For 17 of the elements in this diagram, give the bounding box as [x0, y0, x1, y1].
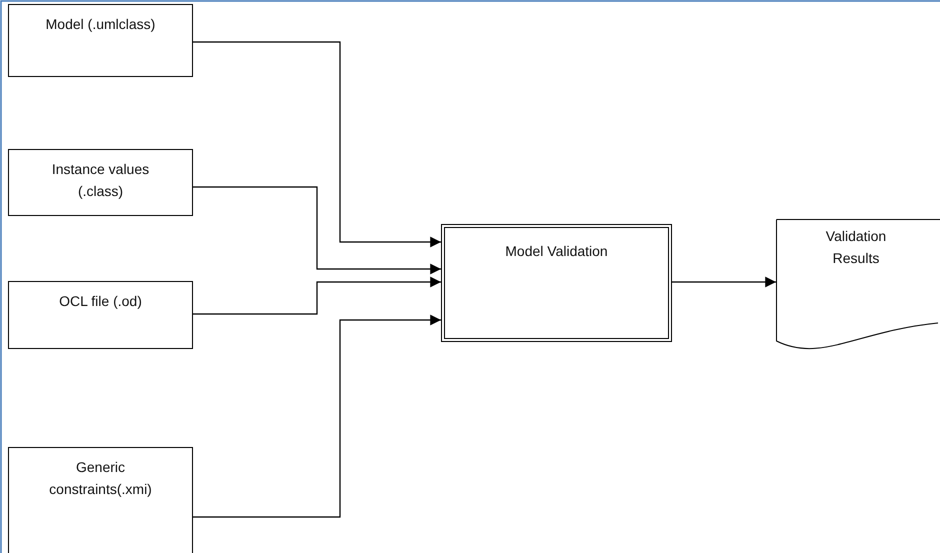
- input-box: [8, 4, 193, 77]
- arrow: [193, 186, 441, 274]
- node-label: Instance values (.class): [50, 160, 150, 201]
- arrow: [193, 314, 441, 518]
- input-box: [8, 281, 193, 349]
- input-box: [8, 447, 193, 553]
- node-label: Validation Results: [824, 227, 888, 268]
- node-label: Generic constraints(.xmi): [48, 458, 153, 499]
- arrow: [193, 276, 441, 315]
- document-shape: [776, 219, 940, 351]
- node-label: OCL file (.od): [59, 292, 142, 311]
- process-box: [441, 224, 672, 342]
- node-label: Model (.umlclass): [46, 15, 156, 34]
- input-box: [8, 149, 193, 216]
- node-label: Model Validation: [505, 242, 608, 261]
- arrow: [193, 41, 441, 248]
- arrow: [672, 276, 776, 288]
